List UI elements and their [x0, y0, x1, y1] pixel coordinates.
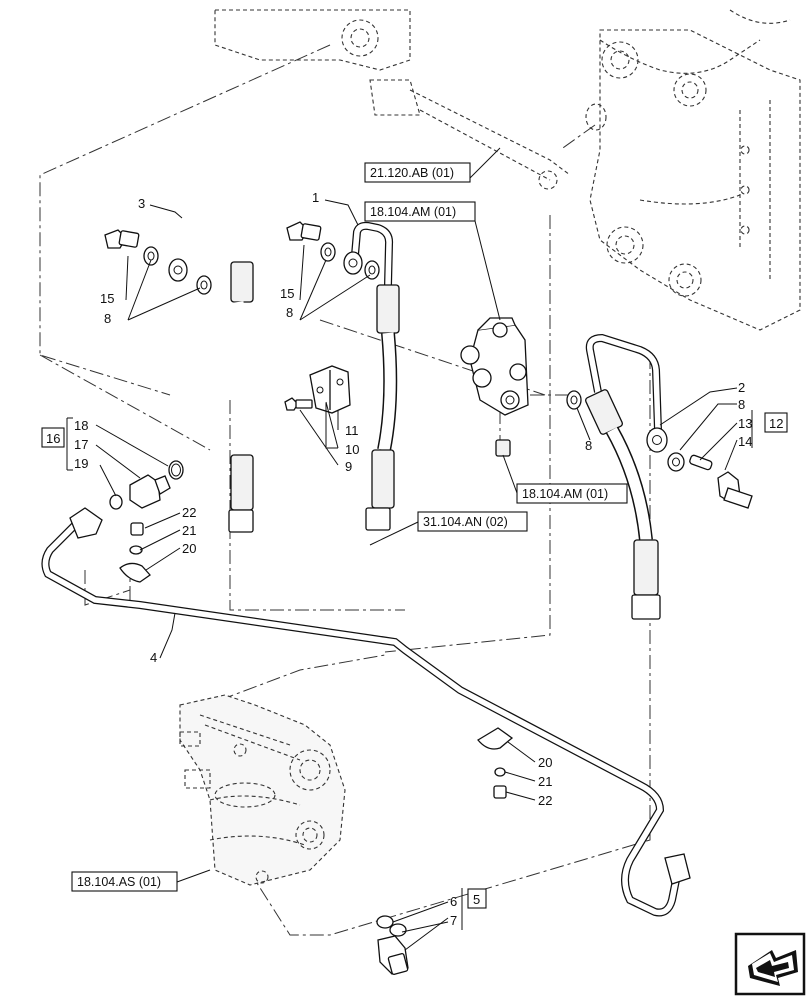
svg-text:31.104.AN (02): 31.104.AN (02) — [423, 515, 508, 529]
callout-15-left: 15 — [100, 291, 114, 306]
callout-19: 19 — [74, 456, 88, 471]
callout-11: 11 — [345, 423, 359, 438]
callout-8-right: 8 — [738, 397, 745, 412]
svg-text:18.104.AS (01): 18.104.AS (01) — [77, 875, 161, 889]
svg-text:18.104.AM (01): 18.104.AM (01) — [370, 205, 456, 219]
hose-1 — [343, 221, 400, 531]
callout-17: 17 — [74, 437, 88, 452]
ref-18-104-as[interactable]: 18.104.AS (01) — [71, 871, 178, 892]
pipe-4 — [41, 507, 691, 917]
callout-1: 1 — [312, 190, 319, 205]
callout-20-lower: 20 — [538, 755, 552, 770]
callout-21-lower: 21 — [538, 774, 552, 789]
callout-4: 4 — [150, 650, 157, 665]
fitting-7 — [376, 915, 409, 975]
ref-18-104-am-top[interactable]: 18.104.AM (01) — [364, 201, 476, 222]
svg-text:18.104.AM (01): 18.104.AM (01) — [522, 487, 608, 501]
callout-9: 9 — [345, 459, 352, 474]
callout-21-upper: 21 — [182, 523, 196, 538]
kit-5: 5 — [473, 892, 480, 907]
svg-text:21.120.AB (01): 21.120.AB (01) — [370, 166, 454, 180]
kit-12: 12 — [769, 416, 783, 431]
callout-22-upper: 22 — [182, 505, 196, 520]
hose-2 — [585, 333, 668, 620]
ref-18-104-am-mid[interactable]: 18.104.AM (01) — [516, 483, 628, 504]
kit-16: 16 — [46, 431, 60, 446]
callout-20-upper: 20 — [182, 541, 196, 556]
callout-10: 10 — [345, 442, 359, 457]
callout-3: 3 — [138, 196, 145, 211]
callout-14: 14 — [738, 434, 752, 449]
leader-lines — [66, 147, 753, 951]
hose-3 — [168, 203, 254, 533]
next-page-arrow-icon[interactable] — [734, 932, 806, 996]
callout-8-washer: 8 — [585, 438, 592, 453]
callout-8-left: 8 — [104, 311, 111, 326]
ref-31-104-an[interactable]: 31.104.AN (02) — [417, 511, 528, 532]
frame-ghost — [589, 9, 801, 331]
callout-15-centre: 15 — [280, 286, 294, 301]
bracket-ghost — [214, 9, 607, 190]
ref-21-120-ab[interactable]: 21.120.AB (01) — [364, 162, 471, 183]
callout-22-lower: 22 — [538, 793, 552, 808]
callout-13: 13 — [738, 416, 752, 431]
valve-block — [460, 317, 529, 457]
kit-labels: 16 12 5 — [41, 412, 788, 909]
callout-2: 2 — [738, 380, 745, 395]
callout-6: 6 — [450, 894, 457, 909]
callout-8-centre: 8 — [286, 305, 293, 320]
callout-18: 18 — [74, 418, 88, 433]
filter-assembly-ghost — [179, 694, 346, 886]
fittings — [104, 221, 753, 799]
callout-numbers: 3 1 15 8 15 8 11 10 9 2 8 13 14 8 18 17 … — [74, 190, 752, 928]
phantom-lines — [39, 44, 651, 936]
callout-7: 7 — [450, 913, 457, 928]
reference-labels: 21.120.AB (01) 18.104.AM (01) 18.104.AM … — [71, 162, 628, 892]
